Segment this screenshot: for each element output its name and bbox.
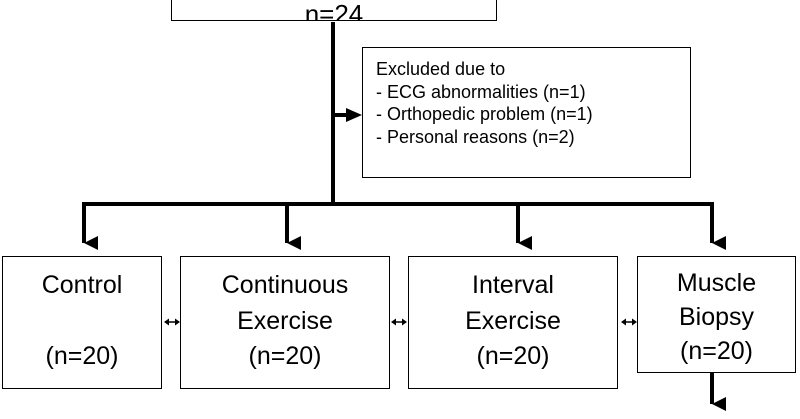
exclusion-arrow-head bbox=[346, 108, 362, 122]
group-label-line: Biopsy bbox=[678, 303, 755, 331]
group-label-line: Muscle bbox=[676, 269, 757, 297]
group-label-line: Exercise bbox=[237, 307, 333, 335]
exclusion-reason: - Personal reasons (n=2) bbox=[376, 126, 575, 147]
enrolled-count: n=24 bbox=[304, 0, 364, 21]
double-arrow-2 bbox=[391, 318, 407, 326]
double-arrow-3 bbox=[621, 318, 637, 326]
enrolled-box: n=24 bbox=[171, 0, 497, 21]
group-count: (n=20) bbox=[248, 342, 322, 370]
exclusion-box: Excluded due to - ECG abnormalities (n=1… bbox=[362, 47, 691, 178]
group-count: (n=20) bbox=[45, 342, 119, 370]
double-arrow-1 bbox=[164, 318, 180, 326]
group-label-line: Continuous bbox=[221, 271, 349, 299]
group-count: (n=20) bbox=[476, 342, 550, 370]
group-label-line: Exercise bbox=[465, 307, 561, 335]
group-box-interval-exercise: Interval Exercise (n=20) bbox=[408, 256, 618, 389]
exclusion-heading: Excluded due to bbox=[376, 59, 506, 79]
group-count: (n=20) bbox=[680, 337, 753, 365]
exclusion-reason: - Orthopedic problem (n=1) bbox=[376, 104, 593, 124]
group-box-control: Control (n=20) bbox=[2, 256, 162, 389]
group-label-line: Interval bbox=[472, 271, 554, 299]
group-box-continuous-exercise: Continuous Exercise (n=20) bbox=[180, 256, 390, 389]
exclusion-reason: - ECG abnormalities (n=1) bbox=[376, 81, 586, 102]
group-label-line: Control bbox=[41, 271, 123, 299]
group-box-muscle-biopsy: Muscle Biopsy (n=20) bbox=[637, 256, 796, 373]
